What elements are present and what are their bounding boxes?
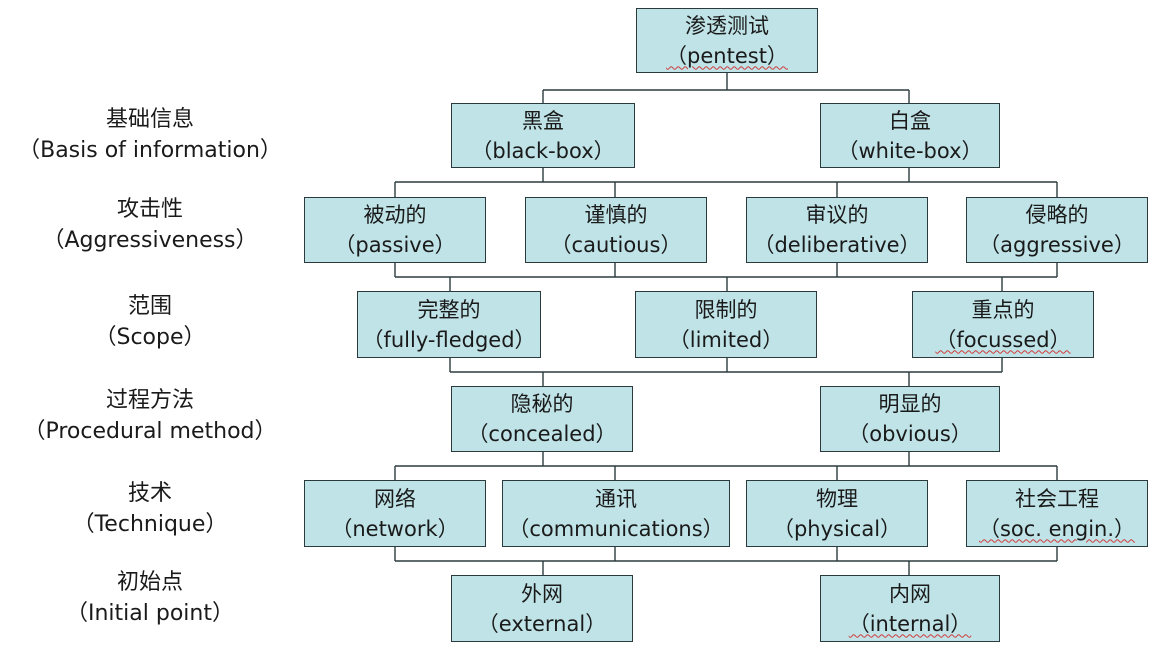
node-fully-fledged: 完整的 （fully-fledged） <box>357 291 541 358</box>
node-en: （passive） <box>334 233 456 257</box>
node-en: （physical） <box>772 516 902 541</box>
node-zh: 网络 <box>374 486 416 511</box>
node-obvious: 明显的 （obvious） <box>820 386 1000 452</box>
row-label-en: （Scope） <box>94 325 206 350</box>
node-zh: 隐秘的 <box>510 392 574 416</box>
node-en: （focussed） <box>935 327 1071 352</box>
row-label-en: （Procedural method） <box>23 419 277 444</box>
row-label-en: （Basis of information） <box>18 138 282 163</box>
row-label-basis: 基础信息 （Basis of information） <box>0 104 300 166</box>
node-zh: 被动的 <box>363 203 427 227</box>
node-zh: 限制的 <box>694 297 758 322</box>
node-zh: 外网 <box>521 581 563 606</box>
node-zh: 明显的 <box>878 392 942 416</box>
row-label-technique: 技术 （Technique） <box>0 478 300 540</box>
node-focussed: 重点的 （focussed） <box>912 291 1094 358</box>
node-en: （concealed） <box>467 422 617 446</box>
node-deliberative: 审议的 （deliberative） <box>746 197 928 263</box>
row-label-zh: 技术 <box>127 481 172 506</box>
node-passive: 被动的 （passive） <box>304 197 486 263</box>
node-en: （deliberative） <box>753 233 921 257</box>
node-black-box: 黑盒 （black-box） <box>451 103 635 168</box>
node-zh: 渗透测试 <box>685 13 769 38</box>
node-limited: 限制的 （limited） <box>635 291 817 358</box>
row-label-en: （Initial point） <box>66 601 234 626</box>
node-zh: 物理 <box>816 486 858 511</box>
row-label-zh: 初始点 <box>116 570 183 595</box>
node-physical: 物理 （physical） <box>746 480 928 547</box>
node-soc-engin: 社会工程 （soc. engin.） <box>966 480 1148 547</box>
node-zh: 社会工程 <box>1015 486 1099 511</box>
node-en: （internal） <box>848 611 972 636</box>
node-en: （black-box） <box>471 138 615 163</box>
row-label-en: （Aggressiveness） <box>42 228 258 253</box>
row-label-zh: 过程方法 <box>105 388 194 413</box>
node-en: （communications） <box>508 516 724 541</box>
row-label-aggressiveness: 攻击性 （Aggressiveness） <box>0 194 300 256</box>
node-en: （white-box） <box>837 138 983 163</box>
node-zh: 重点的 <box>971 297 1035 322</box>
node-external: 外网 （external） <box>451 575 633 642</box>
node-zh: 内网 <box>889 581 931 606</box>
node-aggressive: 侵略的 （aggressive） <box>966 197 1148 263</box>
node-en: （pentest） <box>666 43 788 68</box>
node-concealed: 隐秘的 （concealed） <box>451 386 633 452</box>
node-zh: 谨慎的 <box>584 203 648 227</box>
node-en: （external） <box>477 611 607 636</box>
node-white-box: 白盒 （white-box） <box>820 103 1000 168</box>
node-cautious: 谨慎的 （cautious） <box>525 197 707 263</box>
row-label-scope: 范围 （Scope） <box>0 291 300 353</box>
row-label-zh: 基础信息 <box>105 107 194 132</box>
node-zh: 侵略的 <box>1025 203 1089 227</box>
node-zh: 白盒 <box>889 108 931 133</box>
node-en: （soc. engin.） <box>978 516 1136 541</box>
node-en: （obvious） <box>848 422 972 446</box>
node-network: 网络 （network） <box>304 480 486 547</box>
row-label-zh: 攻击性 <box>116 197 183 222</box>
node-en: （aggressive） <box>979 233 1135 257</box>
node-en: （fully-fledged） <box>362 327 536 352</box>
node-communications: 通讯 （communications） <box>502 480 730 547</box>
node-zh: 通讯 <box>595 486 637 511</box>
node-internal: 内网 （internal） <box>820 575 1000 642</box>
node-en: （limited） <box>668 327 784 352</box>
row-label-initial-point: 初始点 （Initial point） <box>0 567 300 629</box>
node-pentest: 渗透测试 （pentest） <box>636 8 818 73</box>
row-label-en: （Technique） <box>72 512 228 537</box>
node-zh: 黑盒 <box>522 108 564 133</box>
row-label-zh: 范围 <box>127 294 172 319</box>
node-en: （cautious） <box>550 233 682 257</box>
row-label-procedural-method: 过程方法 （Procedural method） <box>0 385 300 447</box>
node-zh: 完整的 <box>417 297 481 322</box>
node-en: （network） <box>331 516 459 541</box>
node-zh: 审议的 <box>805 203 869 227</box>
